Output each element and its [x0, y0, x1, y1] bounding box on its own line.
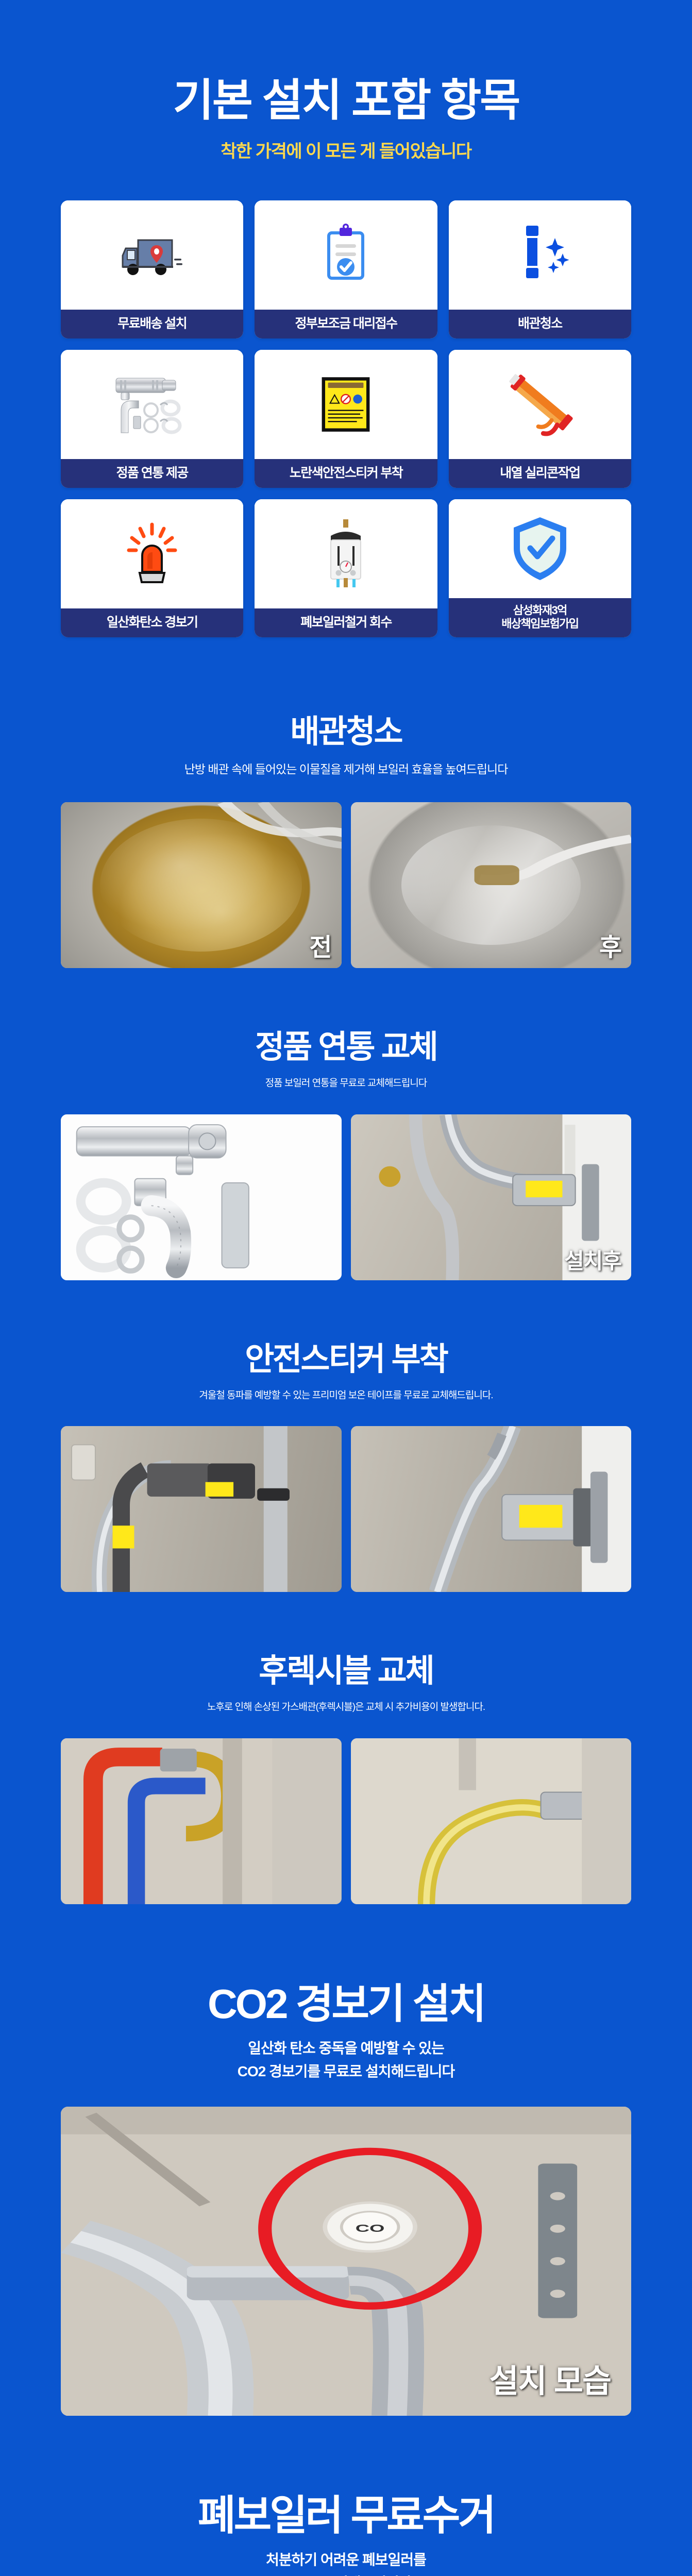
photo-flue-installed: 설치후	[350, 1114, 631, 1280]
section-title: 정품 연통 교체	[255, 1029, 438, 1065]
card-label-text: 삼성화재3억	[513, 604, 567, 617]
card-artwork	[448, 499, 631, 599]
photo-new-flexible	[350, 1738, 631, 1905]
card-artwork	[255, 200, 437, 310]
section-subtitle-line1: 처분하기 어려운 폐보일러를	[266, 2552, 427, 2568]
section-subtitle-line2: 무료로 수거해드립니다	[61, 2573, 631, 2576]
feature-card-safety-sticker[interactable]: 노란색안전스티커 부착	[255, 350, 437, 488]
card-label: 폐보일러철거 회수	[255, 608, 437, 638]
card-label: 정부보조금 대리접수	[255, 310, 437, 339]
section-subtitle: 겨울철 동파를 예방할 수 있는 프리미엄 보온 테이프를 무료로 교체해드립니…	[199, 1389, 493, 1401]
photo-old-gas-pipe	[61, 1738, 342, 1905]
section-safety-sticker: 안전스티커 부착 겨울철 동파를 예방할 수 있는 프리미엄 보온 테이프를 무…	[0, 1342, 692, 1592]
photo-safety-sticker-1	[61, 1426, 342, 1592]
section-subtitle-line1: 일산화 탄소 중독을 예방할 수 있는	[248, 2040, 445, 2057]
before-after-photo-row: 전 후	[61, 802, 631, 968]
card-label-text: 무료배송 설치	[117, 316, 187, 331]
card-label-text: 정부보조금 대리접수	[295, 316, 398, 331]
card-label: 노란색안전스티커 부착	[255, 459, 437, 488]
yellow-safety-sticker-photo	[322, 377, 370, 432]
card-artwork	[448, 200, 631, 310]
co2-install-overlay: CO	[61, 2107, 631, 2416]
caulking-gun-icon	[509, 374, 573, 436]
pipe-sparkle-icon	[526, 226, 569, 279]
clipboard-check-icon	[327, 224, 365, 280]
section-subtitle: 정품 보일러 연통을 무료로 교체해드립니다	[265, 1078, 428, 1089]
new-flexible-overlay	[350, 1738, 631, 1905]
photo-image	[61, 802, 342, 968]
feature-card-liability-insurance[interactable]: 삼성화재3억 배상책임보험가입	[448, 499, 631, 638]
card-artwork	[61, 200, 244, 310]
card-label-text: 일산화탄소 경보기	[106, 615, 198, 630]
page-subtitle: 착한 가격에 이 모든 게 들어있습니다	[221, 142, 472, 162]
feature-card-grid: 무료배송 설치	[0, 200, 692, 638]
section-subtitle: 난방 배관 속에 들어있는 이물질을 제거해 보일러 효율을 높여드립니다	[184, 762, 509, 776]
photo-row	[61, 1426, 631, 1592]
hose-overlay	[217, 802, 342, 849]
photo-row: 설치후	[61, 1114, 631, 1280]
card-label: 일산화탄소 경보기	[61, 608, 244, 638]
section-pipe-cleaning: 배관청소 난방 배관 속에 들어있는 이물질을 제거해 보일러 효율을 높여드립…	[0, 715, 692, 968]
blue-shield-check-icon	[513, 517, 566, 581]
photo-genuine-flue-parts	[61, 1114, 342, 1280]
section-title: CO2 경보기 설치	[208, 1981, 486, 2027]
photo-safety-sticker-2	[350, 1426, 631, 1592]
feature-card-heat-silicone[interactable]: 내열 실리콘작업	[448, 350, 631, 488]
section-co2-alarm: CO2 경보기 설치 일산화 탄소 중독을 예방할 수 있는 CO2 경보기를 …	[0, 1981, 692, 2416]
delivery-truck-icon	[122, 239, 183, 276]
card-label-text: 노란색안전스티커 부착	[289, 465, 403, 480]
card-label-text: 내열 실리콘작업	[500, 465, 581, 480]
feature-card-old-boiler-removal[interactable]: 폐보일러철거 회수	[255, 499, 437, 638]
old-pipes-overlay	[61, 1738, 342, 1905]
feature-card-pipe-cleaning[interactable]: 배관청소	[448, 200, 631, 339]
card-label-text: 배관청소	[518, 316, 563, 331]
installed-flue-overlay	[378, 1114, 631, 1280]
card-artwork	[61, 499, 244, 609]
feature-card-free-delivery[interactable]: 무료배송 설치	[61, 200, 244, 339]
hose-overlay	[474, 834, 631, 885]
section-boiler-disposal: 폐보일러 무료수거 처분하기 어려운 폐보일러를 무료로 수거해드립니다	[0, 2493, 692, 2576]
section-subtitle: 노후로 인해 손상된 가스배관(후렉시블)은 교체 시 추가비용이 발생합니다.	[207, 1702, 485, 1713]
gas-pipe-overlay-2	[429, 1426, 631, 1592]
card-label-text: 폐보일러철거 회수	[300, 615, 392, 630]
section-flue-replacement: 정품 연통 교체 정품 보일러 연통을 무료로 교체해드립니다	[0, 1029, 692, 1280]
section-title: 폐보일러 무료수거	[197, 2493, 496, 2539]
page-title: 기본 설치 포함 항목	[173, 76, 521, 125]
flue-pipe-parts-photo	[115, 378, 182, 434]
co-detector-label: CO	[356, 2223, 385, 2234]
section-title: 배관청소	[290, 714, 403, 750]
flue-parts-overlay	[76, 1124, 249, 1278]
card-label: 내열 실리콘작업	[448, 459, 631, 488]
card-artwork	[255, 350, 437, 460]
card-label: 삼성화재3억 배상책임보험가입	[448, 598, 631, 638]
section-title: 후렉시블 교체	[259, 1653, 434, 1689]
card-label: 배관청소	[448, 310, 631, 339]
card-artwork	[61, 350, 244, 460]
water-heater-tank-icon	[330, 519, 362, 588]
section-title: 안전스티커 부착	[245, 1341, 449, 1377]
gas-pipe-overlay	[71, 1426, 290, 1592]
card-artwork	[448, 350, 631, 460]
feature-card-genuine-flue[interactable]: 정품 연통 제공	[61, 350, 244, 488]
card-label: 정품 연통 제공	[61, 459, 244, 488]
siren-alarm-icon	[127, 522, 177, 584]
card-label-text-line2: 배상책임보험가입	[501, 617, 579, 631]
card-label-text: 정품 연통 제공	[116, 465, 189, 480]
photo-before-dirty-water: 전	[61, 802, 342, 968]
photo-after-clean-water: 후	[350, 802, 631, 968]
photo-co2-installation: CO 설치 모습	[61, 2107, 631, 2416]
section-flexible-replacement: 후렉시블 교체 노후로 인해 손상된 가스배관(후렉시블)은 교체 시 추가비용…	[0, 1653, 692, 1905]
photo-row	[61, 1738, 631, 1905]
section-subtitle-line2: CO2 경보기를 무료로 설치해드립니다	[237, 2063, 455, 2079]
card-artwork	[255, 499, 437, 609]
hero-section: 기본 설치 포함 항목 착한 가격에 이 모든 게 들어있습니다	[0, 0, 692, 162]
feature-card-co-alarm[interactable]: 일산화탄소 경보기	[61, 499, 244, 638]
card-label: 무료배송 설치	[61, 310, 244, 339]
feature-card-subsidy-application[interactable]: 정부보조금 대리접수	[255, 200, 437, 339]
